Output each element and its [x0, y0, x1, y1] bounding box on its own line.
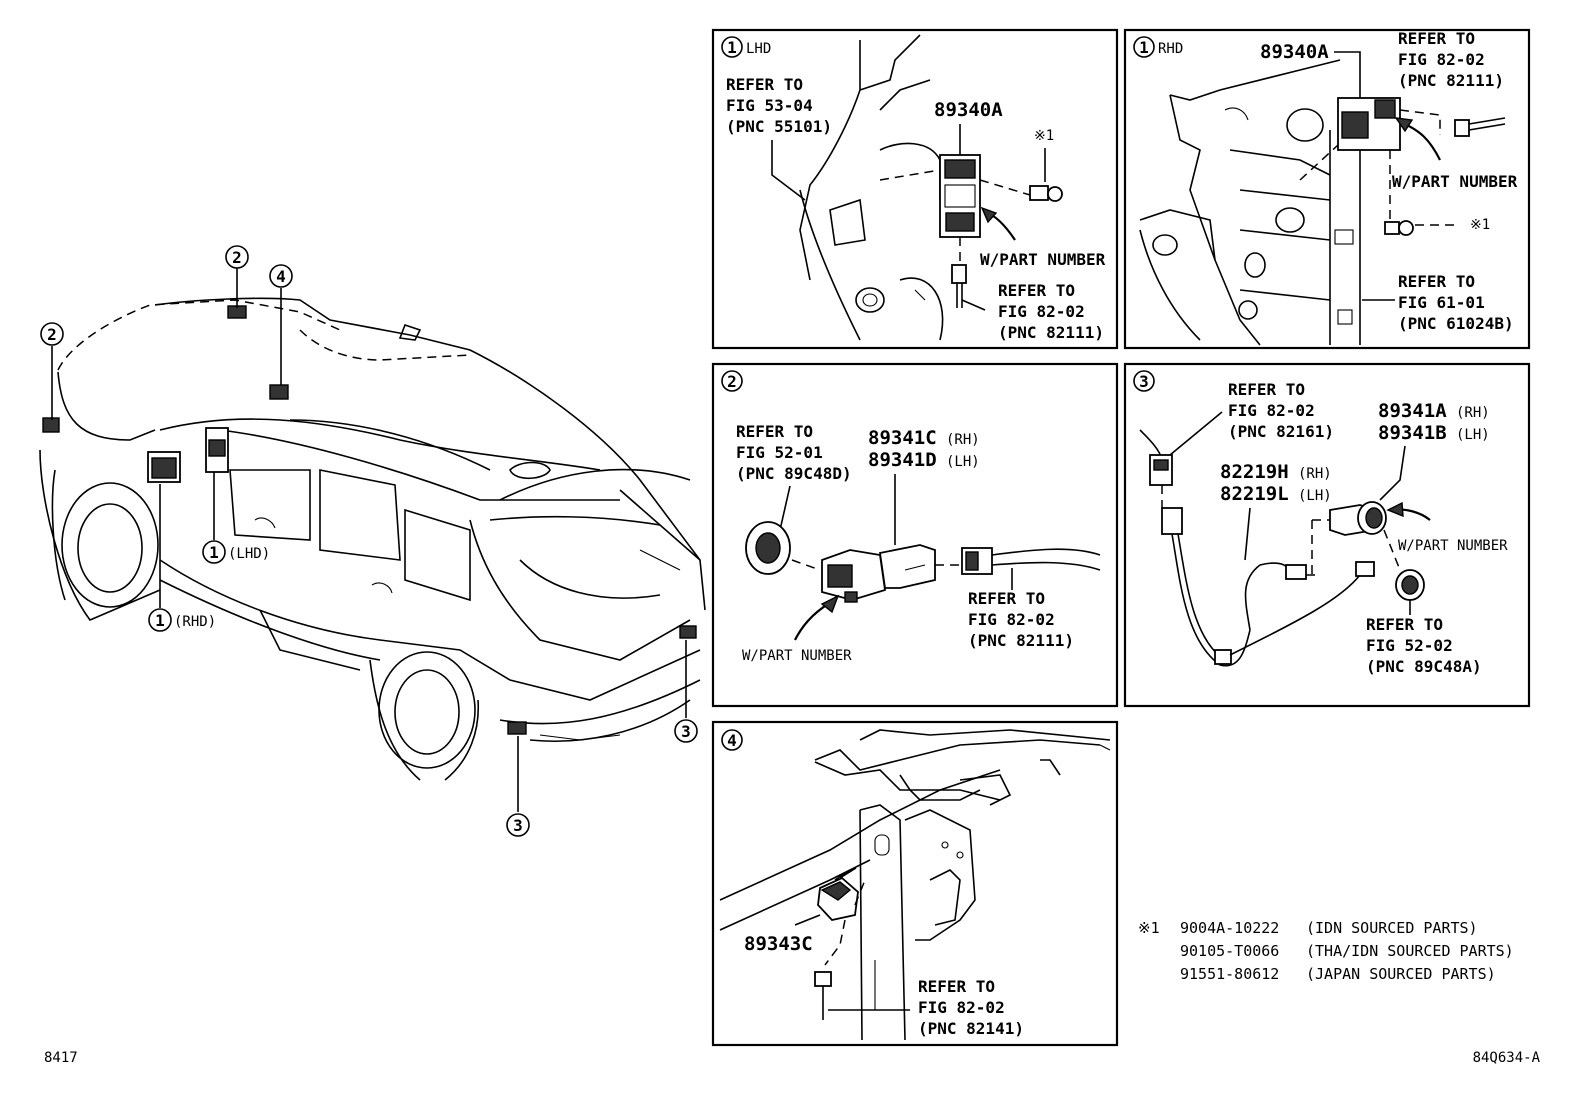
p3-part-a: 89341A — [1378, 400, 1447, 422]
p3-part-b: 89341B — [1378, 422, 1447, 444]
callout-1-lhd: 1 — [209, 543, 219, 562]
callout-3-right: 3 — [681, 722, 691, 741]
p1l-bolt-mark: ※1 — [1034, 128, 1054, 144]
panel-1-rhd-tag: RHD — [1158, 41, 1183, 57]
callout-4: 4 — [276, 267, 286, 286]
callout-1-rhd: 1 — [155, 611, 165, 630]
panel-1-lhd-number: 1 — [727, 38, 737, 57]
p3-part-b-side: (LH) — [1456, 427, 1490, 443]
panel-1-rhd: 1 RHD 89340A REFER TO FIG 82-02 (PNC 821… — [1123, 28, 1531, 350]
p3-part-a-side: (RH) — [1456, 405, 1490, 421]
p2-ref1-line2: FIG 52-01 — [736, 443, 823, 462]
panel-2: 2 REFER TO FIG 52-01 (PNC 89C48D) 89341C… — [711, 362, 1119, 708]
callout-rhd-label: (RHD) — [174, 614, 216, 630]
panel-3: 3 REFER TO FIG 82-02 (PNC 82161) 82219H … — [1123, 362, 1531, 708]
p1l-ref1-line3: (PNC 55101) — [726, 117, 832, 136]
p2-part-b: 89341D — [868, 449, 937, 471]
footnote-desc-3: (JAPAN SOURCED PARTS) — [1306, 965, 1496, 983]
panel-1-rhd-number: 1 — [1139, 38, 1149, 57]
vehicle-overview: 2 2 4 1 (LHD) 1 (RHD) 3 3 — [39, 245, 706, 837]
p2-part-b-side: (LH) — [946, 454, 980, 470]
p3-part-c: 82219H — [1220, 461, 1289, 483]
p2-w-part-number: W/PART NUMBER — [742, 648, 852, 664]
p3-ref1-line3: (PNC 82161) — [1228, 422, 1334, 441]
p3-ref2-line1: REFER TO — [1366, 615, 1443, 634]
panel-2-number: 2 — [727, 372, 737, 391]
p2-ref2-line2: FIG 82-02 — [968, 610, 1055, 629]
p2-ref1-line3: (PNC 89C48D) — [736, 464, 852, 483]
p2-ref1-line1: REFER TO — [736, 422, 813, 441]
footnote-desc-1: (IDN SOURCED PARTS) — [1306, 919, 1478, 937]
p1r-w-part-number: W/PART NUMBER — [1392, 172, 1518, 191]
p4-ref-line1: REFER TO — [918, 977, 995, 996]
footnote-pn-2: 90105-T0066 — [1180, 942, 1279, 960]
p3-ref1-line1: REFER TO — [1228, 380, 1305, 399]
p1r-ref1-line3: (PNC 82111) — [1398, 71, 1504, 90]
p1r-ref1-line2: FIG 82-02 — [1398, 50, 1485, 69]
panel-4: 4 89343C REFER TO FIG 82-02 (PNC 82141) — [711, 720, 1119, 1047]
p2-part-a-side: (RH) — [946, 432, 980, 448]
page-reference: 8417 — [44, 1050, 78, 1066]
callout-lhd-label: (LHD) — [228, 546, 270, 562]
p2-part-a: 89341C — [868, 427, 937, 449]
callout-3-bottom: 3 — [513, 816, 523, 835]
callout-2-top: 2 — [232, 248, 242, 267]
p3-part-d: 82219L — [1220, 483, 1289, 505]
p3-ref1-line2: FIG 82-02 — [1228, 401, 1315, 420]
p3-ref2-line3: (PNC 89C48A) — [1366, 657, 1482, 676]
p3-part-c-side: (RH) — [1298, 466, 1332, 482]
p1l-ref2-line1: REFER TO — [998, 281, 1075, 300]
panel-1-lhd: 1 LHD REFER TO FIG 53-04 (PNC 55101) 893… — [711, 28, 1119, 350]
p4-ref-line3: (PNC 82141) — [918, 1019, 1024, 1038]
footnote-mark: ※1 — [1138, 919, 1160, 937]
panel-3-number: 3 — [1139, 372, 1149, 391]
p3-part-d-side: (LH) — [1298, 488, 1332, 504]
p1r-ref2-line2: FIG 61-01 — [1398, 293, 1485, 312]
p1l-part-number: 89340A — [934, 99, 1003, 121]
footnote-desc-2: (THA/IDN SOURCED PARTS) — [1306, 942, 1514, 960]
p3-w-part-number: W/PART NUMBER — [1398, 538, 1508, 554]
p1r-ref1-line1: REFER TO — [1398, 29, 1475, 48]
footnote-pn-3: 91551-80612 — [1180, 965, 1279, 983]
p4-ref-line2: FIG 82-02 — [918, 998, 1005, 1017]
p2-ref2-line3: (PNC 82111) — [968, 631, 1074, 650]
footnote-table: ※1 9004A-10222 (IDN SOURCED PARTS) 90105… — [1138, 919, 1514, 983]
p1l-ref2-line3: (PNC 82111) — [998, 323, 1104, 342]
callout-2-side: 2 — [47, 325, 57, 344]
panel-1-lhd-tag: LHD — [746, 41, 771, 57]
p1r-part-number: 89340A — [1260, 41, 1329, 63]
p1r-ref2-line1: REFER TO — [1398, 272, 1475, 291]
p1l-ref2-line2: FIG 82-02 — [998, 302, 1085, 321]
p2-ref2-line1: REFER TO — [968, 589, 1045, 608]
p1l-w-part-number: W/PART NUMBER — [980, 250, 1106, 269]
p1l-ref1-line1: REFER TO — [726, 75, 803, 94]
p1r-bolt-mark: ※1 — [1470, 217, 1490, 233]
p1r-ref2-line3: (PNC 61024B) — [1398, 314, 1514, 333]
p3-ref2-line2: FIG 52-02 — [1366, 636, 1453, 655]
p4-part-number: 89343C — [744, 933, 813, 955]
p1l-ref1-line2: FIG 53-04 — [726, 96, 813, 115]
footnote-pn-1: 9004A-10222 — [1180, 919, 1279, 937]
panel-4-number: 4 — [727, 731, 737, 750]
diagram-code: 84Q634-A — [1473, 1050, 1541, 1066]
